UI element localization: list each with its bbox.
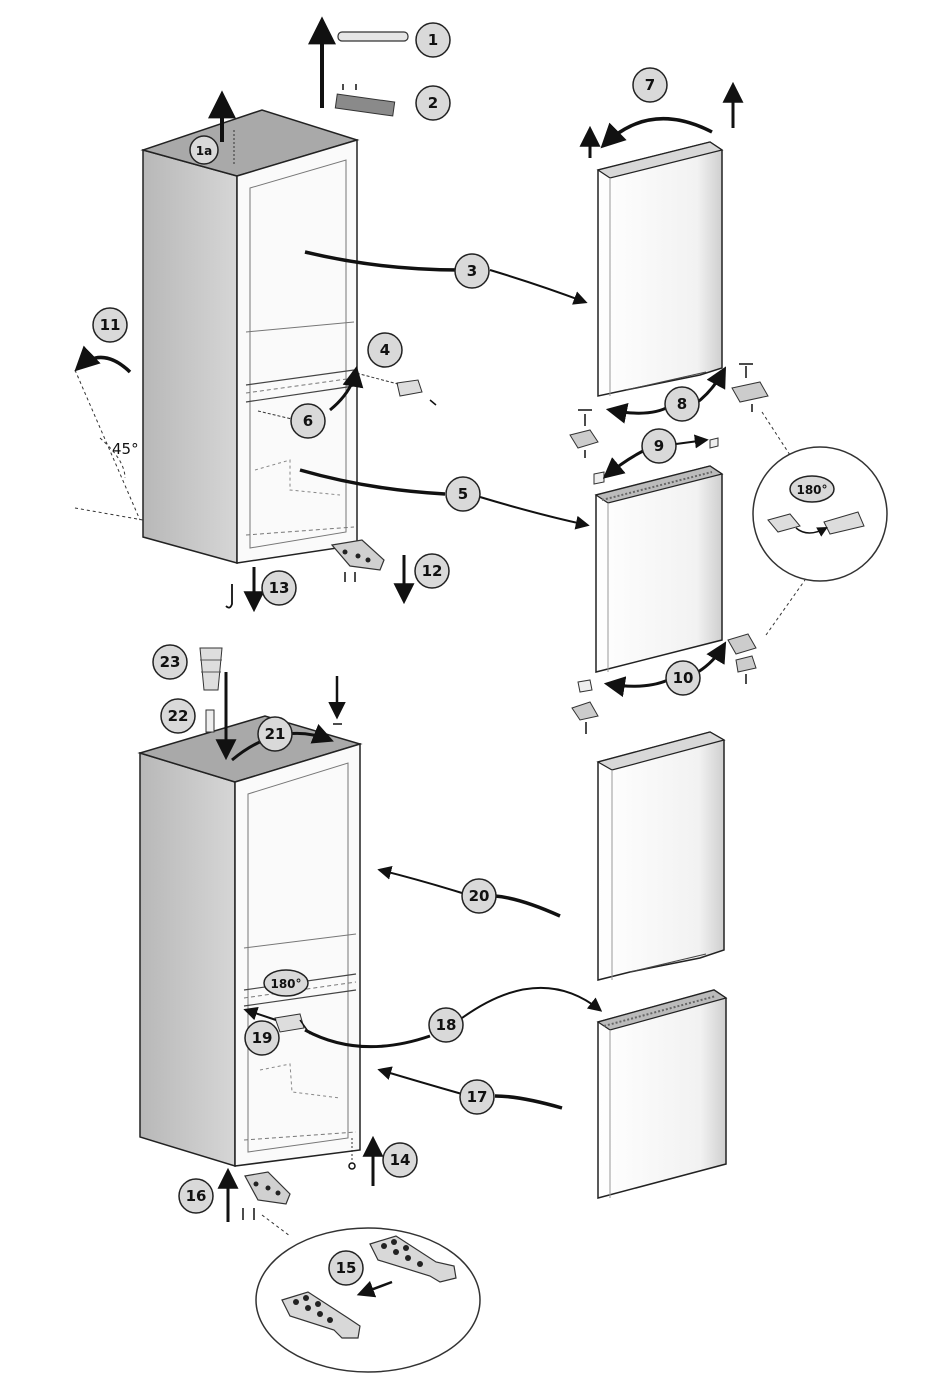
callout-17: 17 <box>460 1080 494 1114</box>
lower-door-bottom <box>598 990 726 1198</box>
callout-5: 5 <box>446 477 480 511</box>
callout-label-6: 6 <box>303 412 313 430</box>
callout-label-1: 1 <box>428 31 438 49</box>
callout-label-15: 15 <box>336 1259 357 1277</box>
callout-label-8: 8 <box>677 395 687 413</box>
callout-label-11: 11 <box>100 316 121 334</box>
callout-21: 21 <box>258 717 292 751</box>
callout-label-18: 18 <box>436 1016 457 1034</box>
callout-label-21: 21 <box>265 725 286 743</box>
upper-door-top <box>590 86 733 396</box>
callout-label-4: 4 <box>380 341 390 359</box>
callout-label-23: 23 <box>160 653 181 671</box>
callout-11: 11 <box>93 308 127 342</box>
callout-3: 3 <box>455 254 489 288</box>
callout-1a: 1a <box>190 136 218 164</box>
callout-2: 2 <box>416 86 450 120</box>
callout-label-13: 13 <box>269 579 290 597</box>
lower-door-top <box>596 466 722 672</box>
callout-label-10: 10 <box>673 669 694 687</box>
callout-6: 6 <box>291 404 325 438</box>
callout-7: 7 <box>633 68 667 102</box>
callout-10: 10 <box>666 661 700 695</box>
callout-15: 15 <box>329 1251 363 1285</box>
upper-door-bottom <box>598 732 724 980</box>
callout-label-5: 5 <box>458 485 468 503</box>
angle-label: 45° <box>112 440 139 458</box>
callout-label-3: 3 <box>467 262 477 280</box>
callout-13: 13 <box>262 571 296 605</box>
rotation-badge-top: 180° <box>790 476 834 502</box>
top-fridge-cabinet <box>143 110 357 563</box>
callout-label-19: 19 <box>252 1029 273 1047</box>
callout-22: 22 <box>161 699 195 733</box>
callout-label-9: 9 <box>654 437 664 455</box>
callout-label-22: 22 <box>168 707 189 725</box>
callout-12: 12 <box>415 554 449 588</box>
callout-label-16: 16 <box>186 1187 207 1205</box>
rotation-badge-bottom: 180° <box>264 970 308 996</box>
callout-label-17: 17 <box>467 1088 488 1106</box>
callout-label-12: 12 <box>422 562 443 580</box>
middle-hinge-part <box>352 372 436 405</box>
callout-label-7: 7 <box>645 76 655 94</box>
callout-4: 4 <box>368 333 402 367</box>
callout-20: 20 <box>462 879 496 913</box>
rotation-label-bottom: 180° <box>270 977 301 991</box>
callout-19: 19 <box>245 1021 279 1055</box>
callout-18: 18 <box>429 1008 463 1042</box>
callout-14: 14 <box>383 1143 417 1177</box>
callout-9: 9 <box>642 429 676 463</box>
rotation-label-top: 180° <box>796 483 827 497</box>
hinge-swap-detail-circle <box>256 1215 480 1372</box>
callout-8: 8 <box>665 387 699 421</box>
rotation-detail-circle <box>753 412 887 635</box>
callout-label-14: 14 <box>390 1151 411 1169</box>
callout-label-2: 2 <box>428 94 438 112</box>
tilt-angle-guide: 45° <box>75 357 143 520</box>
callout-16: 16 <box>179 1179 213 1213</box>
callout-label-1a: 1a <box>196 144 212 158</box>
callout-label-20: 20 <box>469 887 490 905</box>
bottom-fridge-cabinet <box>140 716 360 1166</box>
callout-23: 23 <box>153 645 187 679</box>
callout-1: 1 <box>416 23 450 57</box>
